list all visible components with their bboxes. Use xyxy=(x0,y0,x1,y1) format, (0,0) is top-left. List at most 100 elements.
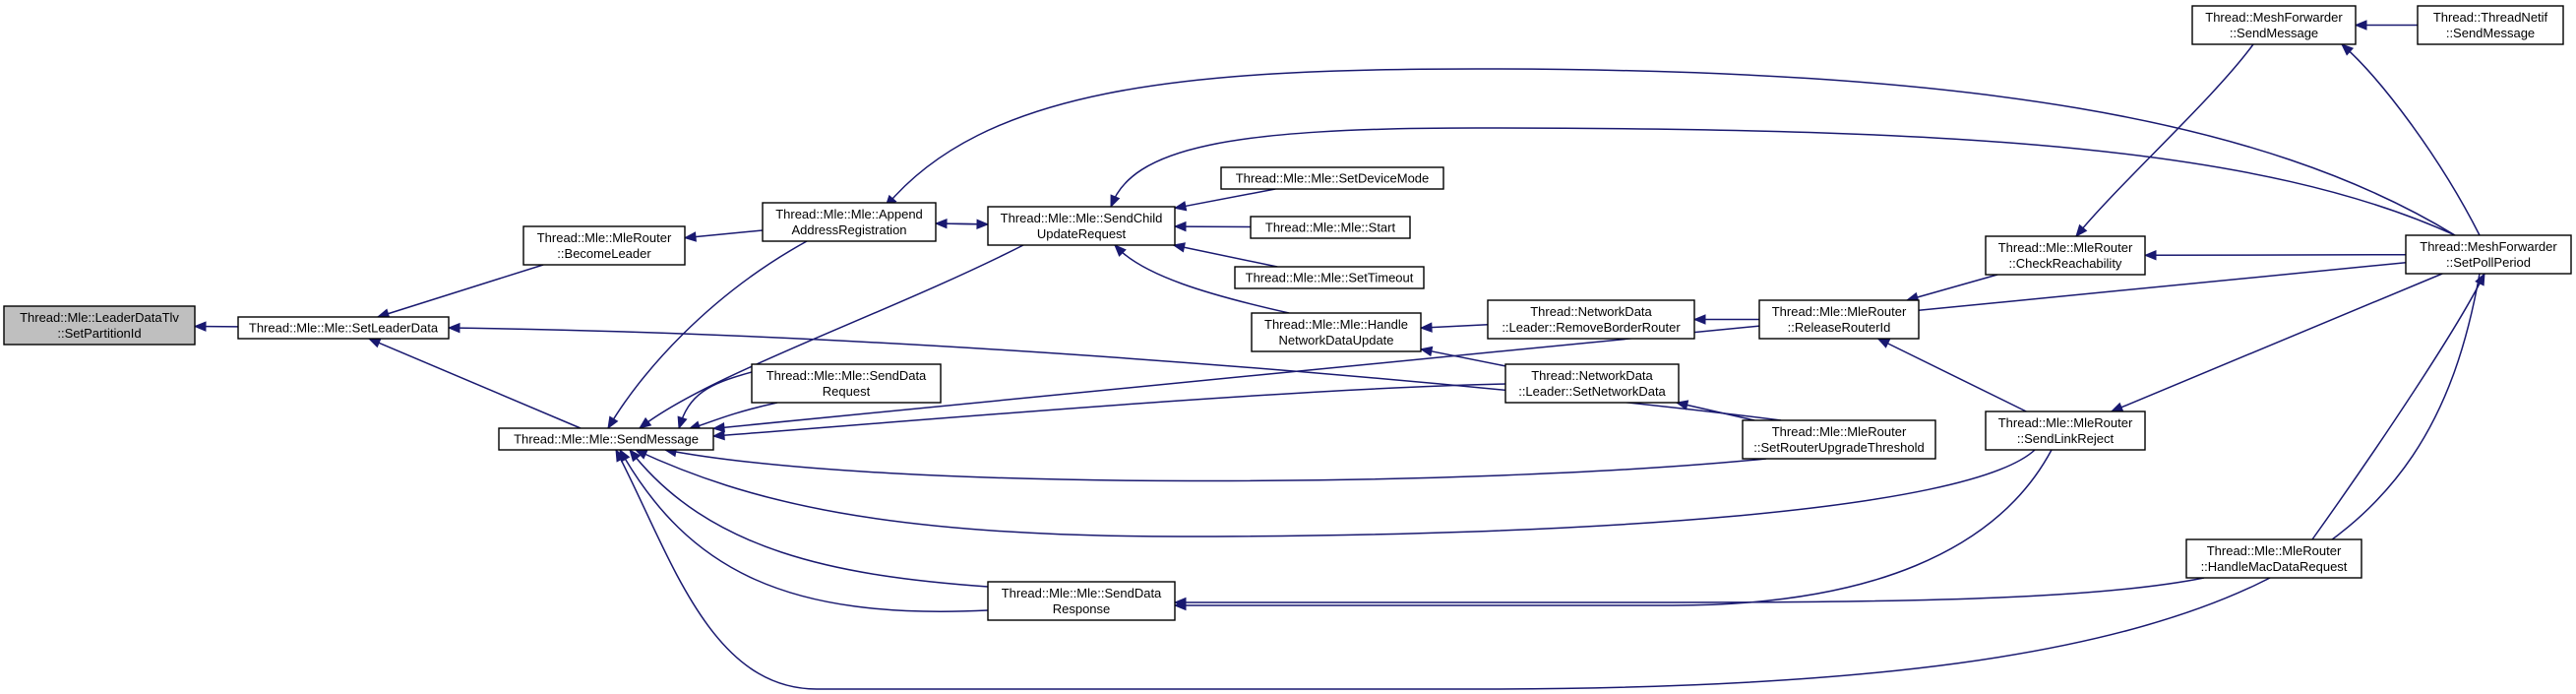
node-setleaderdata[interactable]: Thread::Mle::Mle::SetLeaderData xyxy=(237,316,450,340)
node-label-line: ::BecomeLeader xyxy=(557,246,651,261)
node-netifsend[interactable]: Thread::ThreadNetif::SendMessage xyxy=(2417,5,2564,45)
node-box xyxy=(2405,234,2572,275)
arrowhead-sendmessage xyxy=(638,416,652,429)
node-settimeout[interactable]: Thread::Mle::Mle::SetTimeout xyxy=(1234,266,1425,289)
arrowhead-handlenetdata xyxy=(1419,322,1433,333)
node-label-line: Thread::Mle::Mle::SetTimeout xyxy=(1246,271,1414,285)
node-handlemacdata[interactable]: Thread::Mle::MleRouter::HandleMacDataReq… xyxy=(2185,538,2362,579)
node-label-line: Thread::Mle::Mle::Handle xyxy=(1264,317,1408,332)
node-label-line: ::SetRouterUpgradeThreshold xyxy=(1753,440,1924,455)
arrowhead-sendchildupdate xyxy=(1110,194,1121,209)
node-label-line: Thread::Mle::MleRouter xyxy=(1998,240,2133,255)
node-label-line: AddressRegistration xyxy=(791,222,906,237)
node-box xyxy=(2417,5,2564,45)
edge-setrouterupgrade-to-setleaderdata xyxy=(448,327,1782,421)
arrowhead-senddataresponse xyxy=(1173,597,1187,608)
node-label-line: ::ReleaseRouterId xyxy=(1788,320,1891,335)
arrowhead-handlenetdata xyxy=(1419,346,1434,357)
node-box xyxy=(1758,299,1920,340)
node-becomeleader[interactable]: Thread::Mle::MleRouter::BecomeLeader xyxy=(522,225,686,266)
node-label-line: Thread::Mle::Mle::Start xyxy=(1265,221,1396,235)
node-box xyxy=(1742,419,1936,460)
edge-setpollperiod-to-sendmessage xyxy=(615,273,2481,690)
node-releaserouterid[interactable]: Thread::Mle::MleRouter::ReleaseRouterId xyxy=(1758,299,1920,340)
node-box xyxy=(1504,363,1680,404)
node-setnetworkdata[interactable]: Thread::NetworkData::Leader::SetNetworkD… xyxy=(1504,363,1680,404)
arrowhead-sendchildupdate xyxy=(1173,201,1188,212)
arrowhead-sendmessage xyxy=(615,448,626,463)
edge-setpollperiod-to-appendaddr xyxy=(885,68,2456,236)
node-appendaddr[interactable]: Thread::Mle::Mle::AppendAddressRegistrat… xyxy=(762,202,937,242)
edge-handlemacdata-to-senddataresponse xyxy=(1175,577,2205,603)
node-box xyxy=(987,206,1176,246)
node-label-line: ::Leader::RemoveBorderRouter xyxy=(1502,320,1681,335)
node-label-line: ::SetPartitionId xyxy=(57,326,141,341)
node-label-line: Thread::Mle::Mle::Append xyxy=(775,207,923,221)
node-label-line: Thread::Mle::MleRouter xyxy=(1998,415,2133,430)
arrowhead-becomeleader xyxy=(683,231,697,242)
edge-handlenetdata-to-sendchildupdate xyxy=(1114,244,1290,314)
edge-setrouterupgrade-to-setnetworkdata xyxy=(1676,402,1755,421)
node-label-line: ::SetPollPeriod xyxy=(2446,255,2531,270)
node-box xyxy=(1985,410,2146,451)
edges-layer xyxy=(193,20,2485,690)
node-box xyxy=(2191,5,2357,45)
arrowhead-checkreach xyxy=(2075,223,2088,238)
edge-becomeleader-to-setleaderdata xyxy=(377,264,544,318)
arrowhead-meshsend xyxy=(2341,43,2355,56)
edge-meshsend-to-checkreach xyxy=(2075,43,2254,237)
arrowhead-removeborder xyxy=(1692,314,1706,325)
node-box xyxy=(1985,235,2146,276)
edge-setrouterupgrade-to-sendmessage xyxy=(664,449,1767,482)
edge-setnetworkdata-to-sendmessage xyxy=(712,383,1506,437)
arrowhead-setpartitionid xyxy=(193,321,207,332)
edge-senddataresponse-to-sendmessage xyxy=(619,449,989,612)
node-box xyxy=(987,581,1176,621)
arrowhead-setleaderdata xyxy=(447,322,460,334)
node-box xyxy=(522,225,686,266)
node-label-line: Thread::Mle::Mle::SendChild xyxy=(1001,211,1163,225)
node-label-line: Thread::Mle::MleRouter xyxy=(1772,424,1907,439)
node-label-line: Thread::Mle::Mle::SetDeviceMode xyxy=(1236,171,1430,186)
node-setdevicemode[interactable]: Thread::Mle::Mle::SetDeviceMode xyxy=(1220,166,1444,190)
node-setpartitionid[interactable]: Thread::Mle::LeaderDataTlv::SetPartition… xyxy=(3,305,196,346)
node-sendmessage[interactable]: Thread::Mle::Mle::SendMessage xyxy=(498,427,714,451)
node-label-line: ::CheckReachability xyxy=(2009,256,2122,271)
node-label-line: ::SendMessage xyxy=(2446,26,2535,40)
node-setpollperiod[interactable]: Thread::MeshForwarder::SetPollPeriod xyxy=(2405,234,2572,275)
node-start[interactable]: Thread::Mle::Mle::Start xyxy=(1250,216,1411,239)
arrowhead-sendmessage xyxy=(607,415,619,430)
node-label-line: ::HandleMacDataRequest xyxy=(2201,559,2348,574)
node-box xyxy=(1220,166,1444,190)
arrowhead-sendchildupdate xyxy=(1172,242,1186,253)
edge-sendlinkreject-to-sendmessage xyxy=(635,449,2036,537)
node-label-line: ::SendLinkReject xyxy=(2017,431,2115,446)
node-handlenetdata[interactable]: Thread::Mle::Mle::HandleNetworkDataUpdat… xyxy=(1251,312,1422,352)
node-box xyxy=(1250,216,1411,239)
node-checkreach[interactable]: Thread::Mle::MleRouter::CheckReachabilit… xyxy=(1985,235,2146,276)
node-setrouterupgrade[interactable]: Thread::Mle::MleRouter::SetRouterUpgrade… xyxy=(1742,419,1936,460)
node-label-line: ::SendMessage xyxy=(2230,26,2318,40)
node-label-line: Thread::ThreadNetif xyxy=(2433,10,2548,25)
node-meshsend[interactable]: Thread::MeshForwarder::SendMessage xyxy=(2191,5,2357,45)
node-box xyxy=(498,427,714,451)
node-sendlinkreject[interactable]: Thread::Mle::MleRouter::SendLinkReject xyxy=(1985,410,2146,451)
arrowhead-sendmessage xyxy=(677,415,688,430)
edge-senddatarequest-to-sendmessage xyxy=(688,402,778,430)
node-label-line: NetworkDataUpdate xyxy=(1278,333,1393,347)
node-label-line: Thread::Mle::MleRouter xyxy=(1772,304,1907,319)
arrowhead-setleaderdata xyxy=(367,338,382,348)
arrowhead-sendlinkreject xyxy=(2110,402,2124,412)
node-label-line: Thread::MeshForwarder xyxy=(2205,10,2343,25)
node-removeborder[interactable]: Thread::NetworkData::Leader::RemoveBorde… xyxy=(1487,299,1695,340)
edge-setpollperiod-to-meshsend xyxy=(2341,43,2481,236)
edge-settimeout-to-sendchildupdate xyxy=(1173,244,1278,268)
edge-sendchildupdate-to-sendmessage xyxy=(639,244,1024,429)
node-box xyxy=(237,316,450,340)
arrowhead-meshsend xyxy=(2354,20,2367,31)
arrowhead-releaserouterid xyxy=(1876,338,1891,348)
